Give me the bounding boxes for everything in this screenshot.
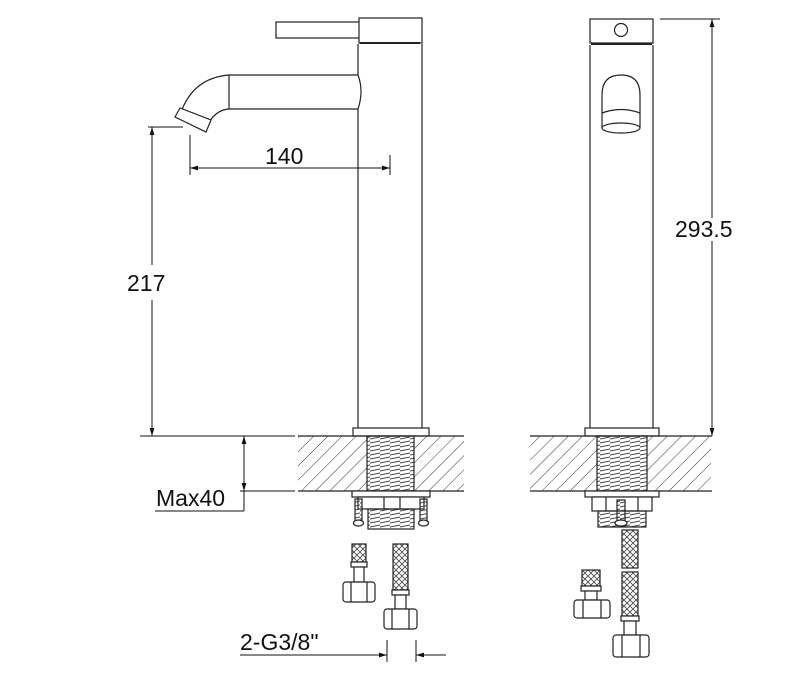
front-view: [530, 18, 712, 658]
total-height-label: 293.5: [675, 216, 733, 242]
max-deck-thickness-label: Max40: [156, 485, 226, 511]
side-view: [174, 17, 464, 630]
spout-reach-label: 140: [265, 143, 304, 169]
spout-height-label: 217: [127, 270, 166, 296]
hose-thread-label: 2-G3/8": [240, 629, 319, 655]
